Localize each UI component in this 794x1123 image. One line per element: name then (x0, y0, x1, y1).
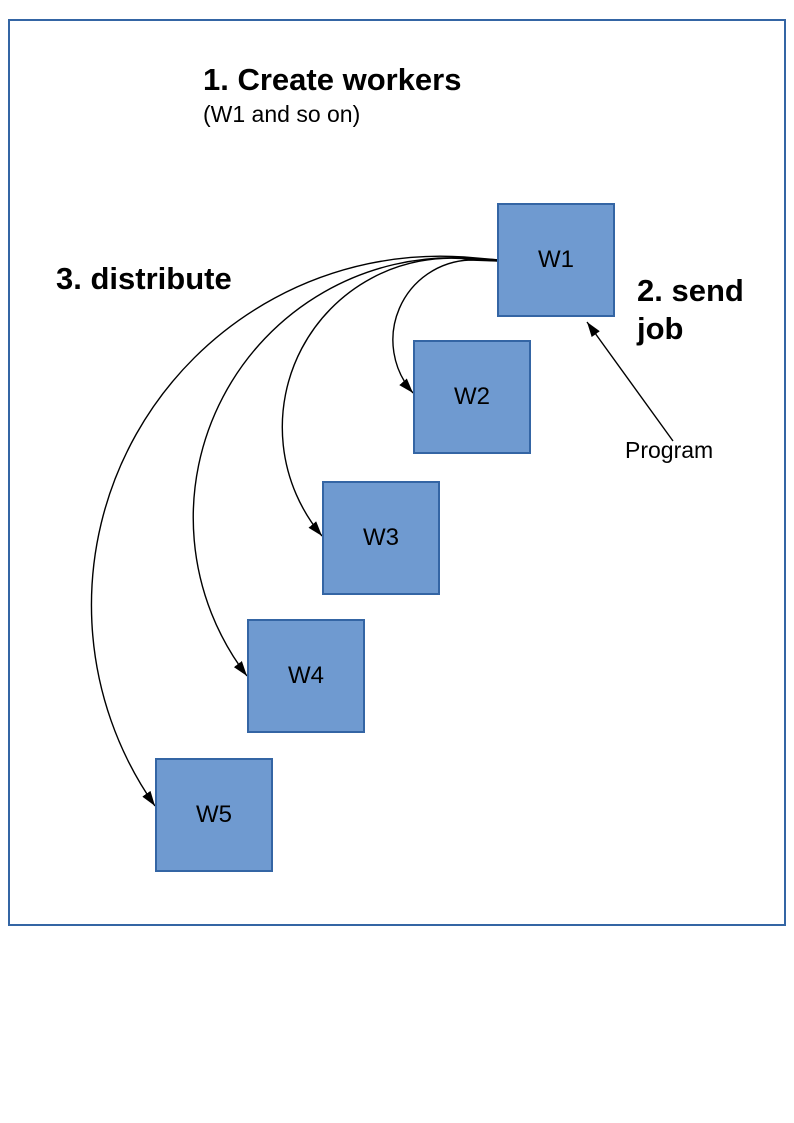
step2-send-job-label: 2. send job (637, 273, 744, 346)
step1-title: 1. Create workers (203, 62, 462, 97)
step1-subtitle: (W1 and so on) (203, 101, 361, 127)
worker-label-w5: W5 (196, 801, 232, 828)
page-border-frame (8, 19, 786, 926)
worker-label-w2: W2 (454, 383, 490, 410)
worker-box-w4: W4 (247, 619, 365, 733)
worker-box-w1: W1 (497, 203, 615, 317)
worker-label-w3: W3 (363, 524, 399, 551)
step3-distribute-label: 3. distribute (56, 261, 232, 296)
worker-label-w4: W4 (288, 662, 324, 689)
program-label: Program (625, 437, 714, 463)
worker-label-w1: W1 (538, 246, 574, 273)
worker-box-w5: W5 (155, 758, 273, 872)
worker-box-w3: W3 (322, 481, 440, 595)
worker-box-w2: W2 (413, 340, 531, 454)
